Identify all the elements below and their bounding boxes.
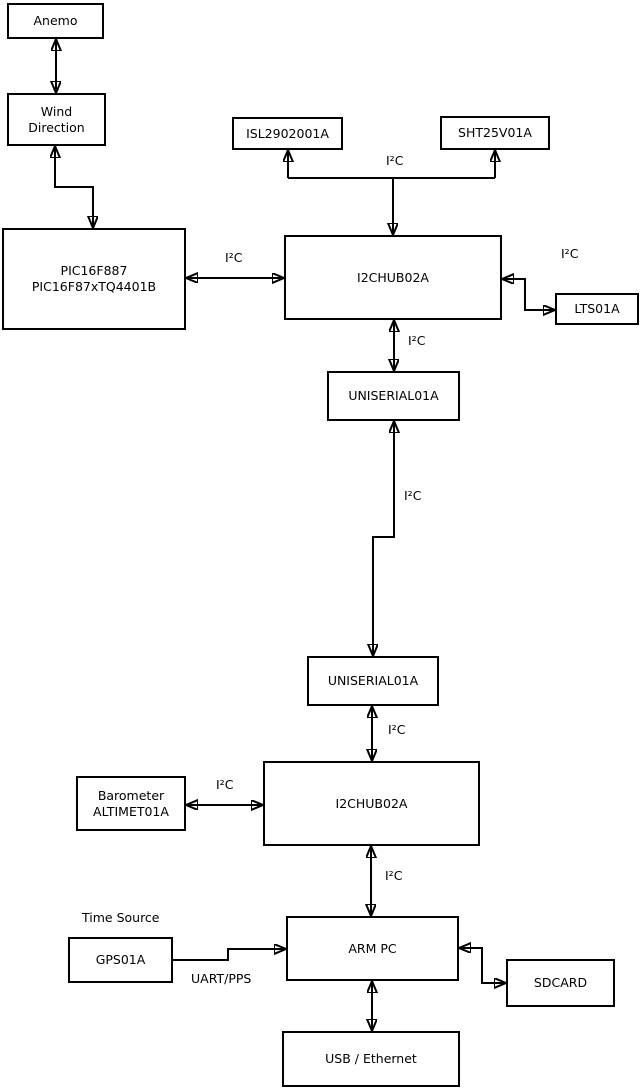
edge-label-i2c-hub1-uniserial1: I²C [408,333,426,348]
node-label-line2: ALTIMET01A [93,803,169,819]
node-label-line1: PIC16F887 [60,263,128,279]
node-label: I2CHUB02A [335,795,408,811]
edge-armpc-sdcard [459,948,506,983]
node-barometer-altimeter: Barometer ALTIMET01A [76,776,186,831]
node-label: I2CHUB02A [357,269,429,285]
node-label: SHT25V01A [458,125,532,141]
node-sdcard: SDCARD [506,959,615,1007]
node-arm-pc: ARM PC [286,916,459,981]
edge-label-uart-pps: UART/PPS [191,971,252,986]
node-i2c-hub-1: I2CHUB02A [284,235,502,320]
node-uniserial-1: UNISERIAL01A [327,371,460,421]
edge-label-i2c-barometer-hub2: I²C [216,777,234,792]
node-anemometer: Anemo [7,3,104,39]
node-label: UNISERIAL01A [327,673,419,689]
node-label: USB / Ethernet [325,1051,417,1067]
label-time-source: Time Source [82,910,160,925]
edge-winddirection-pic [55,146,93,228]
node-label: SDCARD [533,975,588,991]
node-label-line1: Barometer [97,787,165,803]
node-uniserial-2: UNISERIAL01A [307,656,439,706]
edge-uniserial1-uniserial2 [373,421,394,656]
node-label: Anemo [33,13,78,29]
node-gps: GPS01A [68,937,173,983]
node-label: UNISERIAL01A [348,388,439,404]
node-isl-light-sensor: ISL2902001A [232,117,343,150]
node-label-line2: PIC16F87xTQ4401B [31,279,157,294]
node-label-line1: Wind [40,103,73,119]
node-pic-microcontroller: PIC16F887 PIC16F87xTQ4401B [2,228,186,330]
node-label: GPS01A [95,952,146,968]
node-usb-ethernet: USB / Ethernet [282,1031,460,1087]
node-label: ISL2902001A [246,125,329,141]
node-i2c-hub-2: I2CHUB02A [263,761,480,846]
edge-label-i2c-hub2-armpc: I²C [385,868,403,883]
node-sht-humidity-sensor: SHT25V01A [440,116,550,150]
edge-gps-armpc [173,949,286,961]
edge-label-i2c-uniserial2-hub2: I²C [388,722,406,737]
edge-label-i2c-pic-hub1: I²C [225,250,243,265]
node-wind-direction: Wind Direction [7,93,106,146]
node-lts-temperature-sensor: LTS01A [555,293,639,325]
node-label-line2: Direction [28,119,85,135]
edge-hub1-lts [502,279,555,310]
node-label: ARM PC [348,940,397,956]
node-label: LTS01A [574,301,620,317]
edge-label-i2c-sensors-split: I²C [386,153,404,168]
edge-label-i2c-uniserial-link: I²C [404,488,422,503]
edge-label-i2c-hub1-lts: I²C [561,246,579,261]
